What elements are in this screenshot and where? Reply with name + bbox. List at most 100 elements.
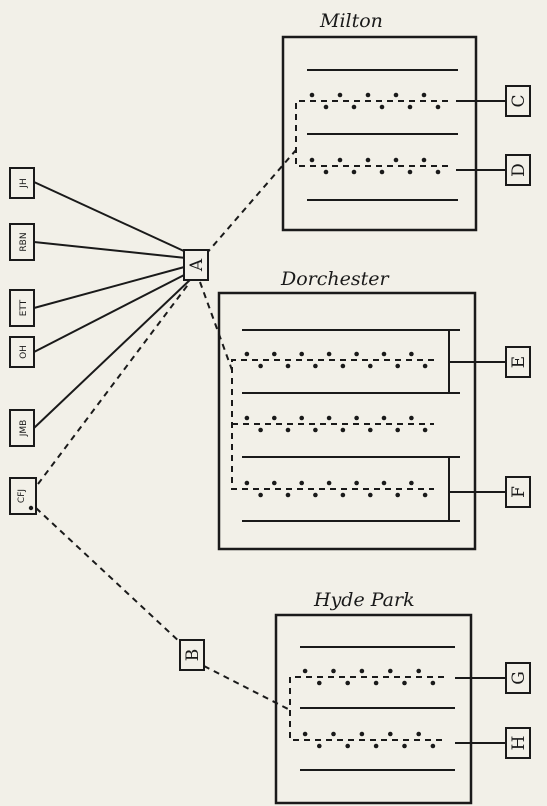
person-jmb-label: JMB xyxy=(19,420,29,438)
branch-d-box xyxy=(505,154,531,186)
branch-h: H xyxy=(505,727,531,759)
edge-jmb-a xyxy=(33,277,193,429)
hyde-park-dot xyxy=(402,743,407,749)
edge-b-hyde-park xyxy=(203,665,291,711)
milton-dot xyxy=(323,169,329,175)
branch-d: D xyxy=(505,154,531,186)
dorchester-dot xyxy=(422,492,428,498)
branch-c-label: C xyxy=(509,94,529,107)
hub-b: B xyxy=(179,639,205,671)
hyde-park-dot xyxy=(402,680,407,686)
branch-g-label: G xyxy=(509,671,529,685)
person-oh: OH xyxy=(9,336,35,368)
hyde-park-dot xyxy=(359,731,365,737)
milton-box: Milton xyxy=(281,10,506,232)
hyde-park-dot xyxy=(388,731,393,737)
dorchester-dot xyxy=(395,363,401,369)
dorchester-dot xyxy=(368,492,373,498)
dorchester-dot xyxy=(244,351,250,357)
hyde-park-dot xyxy=(430,680,436,686)
dorchester-dot xyxy=(340,492,346,498)
milton-dot xyxy=(337,157,343,163)
dorchester-dot xyxy=(258,492,263,498)
hub-b-label: B xyxy=(183,649,203,662)
branch-h-label: H xyxy=(509,736,529,751)
dorchester-dot xyxy=(258,427,263,433)
edge-a-dorchester xyxy=(199,281,233,371)
dorchester-dot xyxy=(313,363,318,369)
dorchester-dot xyxy=(272,351,277,357)
branch-g-box xyxy=(505,662,531,694)
hyde-park-dot xyxy=(331,731,336,737)
milton-dot xyxy=(309,92,315,98)
hyde-park-dot xyxy=(416,668,422,674)
dorchester-box: Dorchester xyxy=(217,268,506,551)
branch-h-box xyxy=(505,727,531,759)
milton-frame xyxy=(281,35,478,232)
person-rbn-label: RBN xyxy=(19,232,29,251)
branch-f: F xyxy=(505,476,531,508)
dorchester-dot xyxy=(381,480,387,486)
dorchester-dot xyxy=(368,427,373,433)
edge-cfj-a xyxy=(37,281,191,485)
dorchester-dot xyxy=(313,427,318,433)
dorchester-dot xyxy=(285,492,291,498)
person-jh-label: JH xyxy=(19,178,29,188)
dorchester-dot xyxy=(354,415,359,421)
branch-g: G xyxy=(505,662,531,694)
milton-dot xyxy=(407,169,413,175)
milton-dot xyxy=(435,169,441,175)
branch-f-label: F xyxy=(509,486,529,498)
dorchester-dot xyxy=(340,363,346,369)
milton-dot xyxy=(365,157,371,163)
person-jh-box xyxy=(9,167,35,199)
hyde-park-dot xyxy=(373,680,379,686)
dorchester-frame xyxy=(217,291,477,551)
edge-oh-a xyxy=(33,271,191,353)
milton-title: Milton xyxy=(319,10,383,32)
milton-dots xyxy=(309,92,441,175)
hyde-park-frame xyxy=(274,613,473,805)
edge-jh-a xyxy=(33,181,187,253)
dorchester-dot xyxy=(381,351,387,357)
milton-dot xyxy=(435,104,441,110)
milton-dot xyxy=(351,169,357,175)
hyde-park-dot xyxy=(317,680,322,686)
dorchester-dot xyxy=(244,415,250,421)
milton-dot xyxy=(421,157,427,163)
hub-a-box xyxy=(183,249,209,281)
dorchester-dot xyxy=(313,492,318,498)
milton-dot xyxy=(309,157,315,163)
hyde-park-dashed-loop xyxy=(289,676,444,741)
dorchester-dot xyxy=(422,363,428,369)
person-cfj-label: CFJ xyxy=(17,489,27,503)
hyde-park-box: Hyde Park xyxy=(274,589,506,805)
person-oh-box xyxy=(9,336,35,368)
dorchester-dot xyxy=(340,427,346,433)
hub-b-box xyxy=(179,639,205,671)
dorchester-dot xyxy=(258,363,263,369)
milton-dot xyxy=(421,92,427,98)
dorchester-dot xyxy=(395,427,401,433)
hyde-park-dot xyxy=(430,743,436,749)
dorchester-dot xyxy=(299,480,305,486)
branch-c-box xyxy=(505,85,531,117)
hyde-park-dot xyxy=(302,668,308,674)
dorchester-dot xyxy=(381,415,387,421)
person-ett-label: ETT xyxy=(19,299,29,316)
branch-c: C xyxy=(505,85,531,117)
milton-dot xyxy=(337,92,343,98)
dorchester-dot xyxy=(326,415,332,421)
branch-e: E xyxy=(505,346,531,378)
person-jh: JH xyxy=(9,167,35,199)
hyde-park-dot xyxy=(317,743,322,749)
person-jmb-box xyxy=(9,409,35,447)
branch-e-box xyxy=(505,346,531,378)
dorchester-dot xyxy=(409,415,414,421)
milton-dot xyxy=(379,169,385,175)
milton-dot xyxy=(323,104,329,110)
dorchester-dot xyxy=(299,415,305,421)
branch-e-label: E xyxy=(509,356,529,368)
hub-a: A xyxy=(183,249,209,281)
